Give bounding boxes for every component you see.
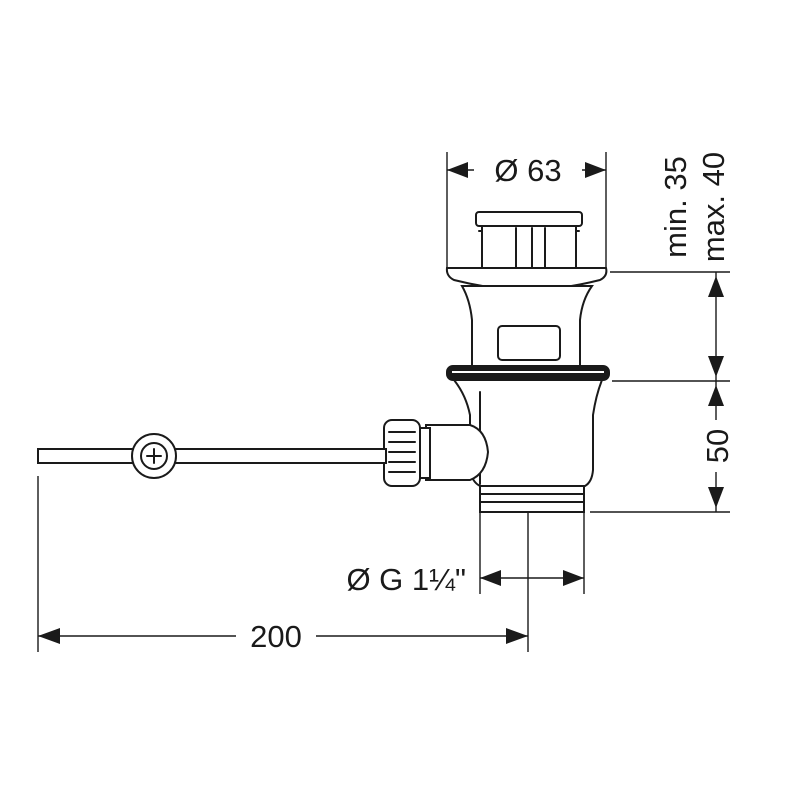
length-arrow-right: [506, 628, 528, 644]
arrowhead-left: [447, 162, 468, 178]
upper-arrow-top: [708, 276, 724, 297]
thread-arrow-right: [563, 570, 584, 586]
length-arrow-left: [38, 628, 60, 644]
top-diameter-dimension: Ø 63: [446, 150, 607, 272]
thread-arrow-left: [480, 570, 501, 586]
popup-cap: [475, 211, 583, 273]
drain-body: [445, 267, 610, 513]
lever-rod: [37, 448, 387, 464]
label-background: [474, 150, 582, 186]
arrowhead-right: [585, 162, 606, 178]
cap-top: [475, 211, 583, 227]
thread-label: Ø G 1¼": [346, 562, 466, 597]
body-window: [497, 325, 561, 361]
cap-stem: [481, 225, 577, 273]
height-min-label: min. 35: [658, 156, 693, 258]
lower-label-background: [700, 420, 734, 472]
lower-arrow-bottom: [708, 487, 724, 508]
lower-arrow-top: [708, 385, 724, 406]
upper-arrow-bottom: [708, 356, 724, 377]
height-dimensions: 50 min. 35 max. 40: [590, 152, 735, 513]
lever-length-label: 200: [250, 619, 302, 654]
thread-dimension: Ø G 1¼": [346, 512, 585, 597]
side-connector: [425, 424, 490, 481]
top-diameter-label: Ø 63: [494, 153, 561, 188]
lever-length-dimension: 200: [37, 476, 529, 654]
nut-collar: [419, 427, 431, 479]
length-label-background: [236, 618, 316, 654]
lever-assembly: [37, 419, 490, 487]
height-max-label: max. 40: [696, 152, 731, 262]
lower-height-label: 50: [700, 429, 735, 463]
threaded-tail: [479, 485, 585, 513]
